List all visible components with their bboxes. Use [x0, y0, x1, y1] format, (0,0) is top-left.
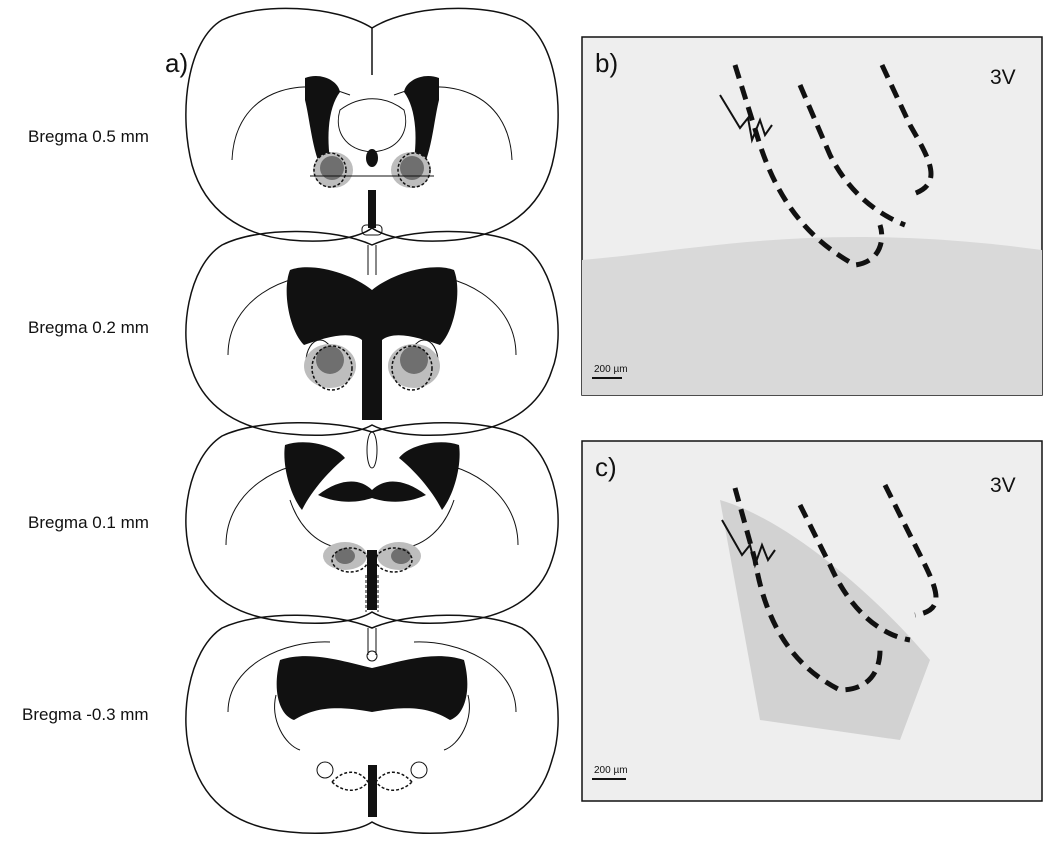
section-label-4: Bregma -0.3 mm — [22, 705, 149, 724]
panel-c-3v-label: 3V — [990, 474, 1016, 497]
brain-section-4 — [185, 614, 559, 835]
section-2-shading — [304, 344, 440, 391]
panel-b-letter: b) — [595, 48, 619, 78]
section-label-3: Bregma 0.1 mm — [28, 513, 149, 532]
section-label-1: Bregma 0.5 mm — [28, 127, 149, 146]
panel-c-letter: c) — [595, 452, 617, 482]
section-1-shading — [310, 152, 434, 188]
panel-b-scale-label: 200 µm — [594, 364, 628, 375]
section-label-2: Bregma 0.2 mm — [28, 318, 149, 337]
section-2-outline — [185, 230, 559, 437]
section-1-ventricles — [305, 75, 439, 228]
section-2-ventricles — [286, 267, 458, 420]
section-4-ventricles — [276, 656, 468, 817]
micrograph-c — [581, 440, 1043, 802]
section-3-outline — [185, 422, 559, 625]
panel-a-letter: a) — [165, 48, 189, 78]
panel-c-scale-label: 200 µm — [594, 765, 628, 776]
section-4-shading — [330, 771, 414, 791]
section-4-outline — [185, 614, 559, 835]
section-3-shading — [323, 542, 421, 612]
micrograph-b — [581, 36, 1043, 396]
panel-b-3v-label: 3V — [990, 66, 1016, 89]
section-3-ventricles — [284, 442, 460, 610]
